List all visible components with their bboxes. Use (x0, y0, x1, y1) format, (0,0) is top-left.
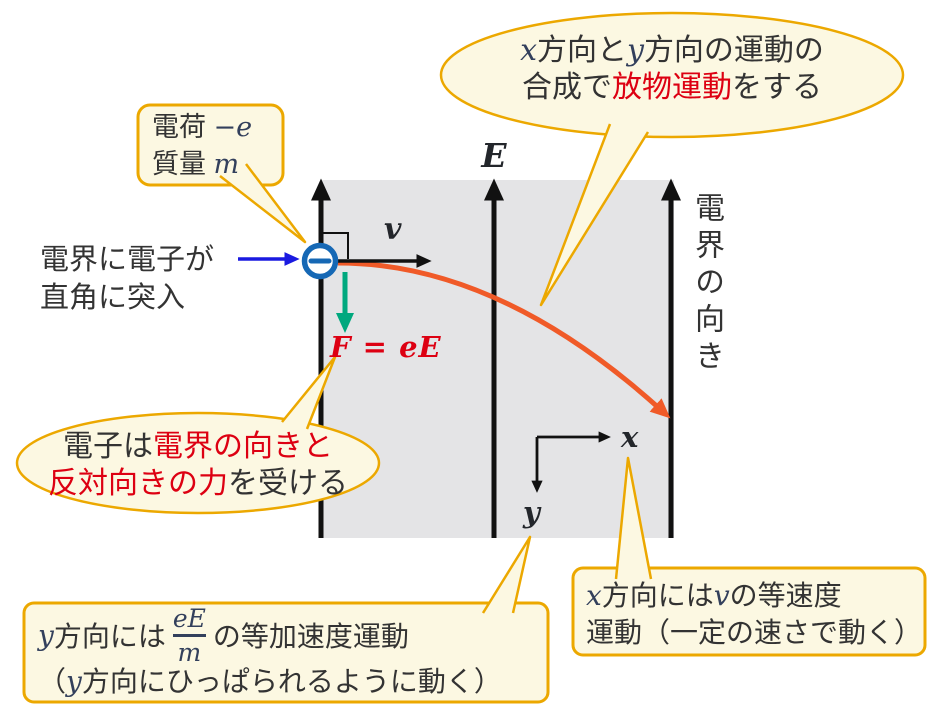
math-x: x (520, 33, 537, 68)
force-callout-bubble (15, 411, 381, 515)
parabola-l2-post: をする (732, 71, 822, 104)
parabola-mid1: 方向と (536, 34, 627, 67)
y-motion-open: （ (38, 666, 67, 697)
parabola-highlight: 放物運動 (612, 71, 732, 104)
right-angle-marker (322, 232, 349, 259)
entry-note-line2: 直角に突入 (40, 282, 186, 314)
charge-label: 電荷 (152, 112, 214, 142)
entry-note-line1: 電界に電子が (40, 244, 215, 276)
charge-callout-tail (219, 163, 307, 244)
force-l1-black: 電子は (63, 430, 153, 463)
charge-line: 電荷 −e (152, 109, 252, 146)
y-motion-line2: （y方向にひっぱられるように動く） (38, 664, 502, 700)
force-line2: 反対向きの力を受ける (18, 465, 378, 502)
fraction-eE-m: eE m (172, 603, 206, 667)
parabola-callout-bubble (439, 11, 905, 139)
field-region (321, 180, 674, 538)
parabola-l2-pre: 合成で (522, 71, 612, 104)
x-motion-line1: x方向にはvの等速度 (586, 577, 922, 614)
x-motion-pre: 方向には (601, 580, 714, 611)
force-equation-label: F = eE (330, 330, 442, 364)
entry-note: 電界に電子が 直角に突入 (40, 241, 214, 317)
fraction-bar (172, 633, 206, 637)
fraction-denominator: m (177, 637, 202, 667)
x-motion-line2: 運動（一定の速さで動く） (586, 617, 923, 648)
y-axis-label: y (523, 495, 540, 529)
y-motion-post: の等加速度運動 (212, 621, 409, 652)
math-y: y (66, 665, 82, 698)
x-callout-tail (614, 456, 653, 580)
velocity-label: v (384, 212, 402, 247)
charge-callout: 電荷 −e 質量 m (152, 109, 252, 183)
field-direction-label: 電界の向き (690, 192, 723, 377)
x-motion-callout: x方向にはvの等速度 運動（一定の速さで動く） (586, 577, 922, 651)
mass-value: m (213, 149, 240, 180)
math-v: v (713, 579, 730, 612)
parabola-line2: 合成で放物運動をする (442, 69, 902, 106)
charge-value: −e (213, 112, 253, 143)
x-axis-label: x (621, 420, 639, 454)
mass-line: 質量 m (152, 146, 252, 183)
callout-shapes (15, 11, 927, 704)
y-callout-tail (481, 535, 532, 614)
fraction-numerator: eE (172, 603, 206, 633)
math-y: y (38, 618, 54, 652)
force-callout-tail (281, 355, 337, 430)
force-l2-black: を受ける (228, 467, 348, 500)
parabola-callout: x方向とy方向の運動の 合成で放物運動をする (442, 32, 902, 106)
force-l2-red: 反対向きの力 (48, 467, 228, 500)
force-callout: 電子は電界の向きと 反対向きの力を受ける (18, 428, 378, 502)
force-l1-red: 電界の向きと (153, 430, 333, 463)
math-x: x (586, 579, 602, 612)
parabola-mid2: 方向の運動の (643, 34, 824, 67)
force-line1: 電子は電界の向きと (18, 428, 378, 465)
y-motion-pre: 方向には (53, 621, 166, 652)
field-label: E (481, 136, 507, 175)
mass-label: 質量 (152, 149, 214, 179)
parabola-line1: x方向とy方向の運動の (442, 32, 902, 69)
x-motion-post: の等速度 (729, 580, 842, 611)
y-callout-bubble (22, 601, 550, 704)
y-motion-rest: 方向にひっぱられるように動く） (81, 666, 502, 697)
math-y: y (626, 33, 644, 68)
trajectory-curve (337, 260, 671, 419)
parabola-callout-tail (539, 123, 650, 307)
x-callout-bubble (571, 566, 927, 657)
